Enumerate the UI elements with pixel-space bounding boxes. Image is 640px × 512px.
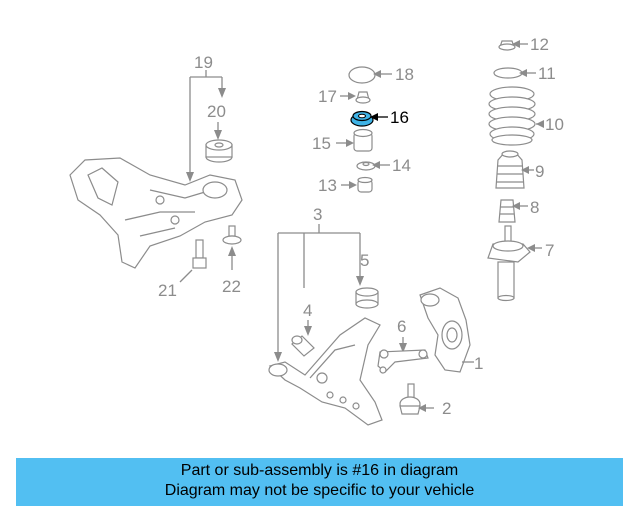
bolt-21-part <box>192 239 207 269</box>
bushing-20-part <box>205 139 233 163</box>
label-1: 1 <box>474 354 483 373</box>
washer-11-part <box>493 67 523 79</box>
washer-14-part <box>356 161 376 171</box>
label-2: 2 <box>442 399 451 418</box>
boot-9-part <box>495 150 525 189</box>
label-22: 22 <box>222 277 241 296</box>
ball-joint-2-part <box>399 383 421 415</box>
caption-line-2: Diagram may not be specific to your vehi… <box>164 482 475 499</box>
bushing-13-part <box>357 176 373 193</box>
label-18: 18 <box>395 65 414 84</box>
label-20: 20 <box>207 102 226 121</box>
nut-12-part <box>498 40 516 51</box>
label-19: 19 <box>194 53 213 72</box>
strut-7-part <box>487 225 531 302</box>
leader-19 <box>186 70 226 182</box>
bolt-22-part <box>222 225 242 245</box>
label-8: 8 <box>530 198 539 217</box>
bushing-4-part <box>291 335 315 357</box>
label-21: 21 <box>158 281 177 300</box>
label-5: 5 <box>360 251 369 270</box>
label-4: 4 <box>303 301 312 320</box>
nut-17-part <box>355 91 371 104</box>
label-11: 11 <box>538 64 556 83</box>
mount-16-part <box>350 110 374 127</box>
caption-banner: Part or sub-assembly is #16 in diagram D… <box>16 458 623 506</box>
label-17: 17 <box>318 87 337 106</box>
label-14: 14 <box>392 156 411 175</box>
bump-stop-15-part <box>353 128 373 152</box>
label-3: 3 <box>313 205 322 224</box>
label-16: 16 <box>390 108 409 127</box>
bump-stop-8-part <box>498 199 516 223</box>
label-13: 13 <box>318 176 337 195</box>
label-7: 7 <box>545 241 554 260</box>
spring-10-part <box>488 86 536 146</box>
control-arm-part <box>268 317 383 426</box>
label-10: 10 <box>545 115 564 134</box>
leader-3 <box>274 224 364 362</box>
label-9: 9 <box>535 162 544 181</box>
caption-line-1: Part or sub-assembly is #16 in diagram <box>180 462 459 479</box>
subframe-part <box>69 157 243 269</box>
label-6: 6 <box>397 317 406 336</box>
bushing-5-part <box>355 287 379 309</box>
label-12: 12 <box>530 35 549 54</box>
parts-diagram: 19 20 21 22 18 17 16 15 <box>69 35 564 426</box>
cap-18-part <box>348 66 376 84</box>
label-15: 15 <box>312 134 331 153</box>
knuckle-1-part <box>419 287 471 373</box>
link-6-part <box>377 349 429 374</box>
